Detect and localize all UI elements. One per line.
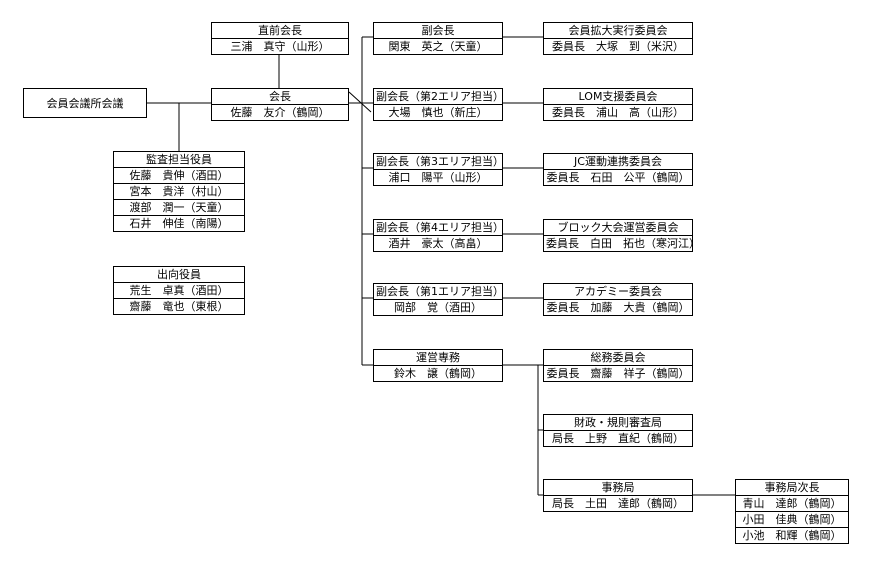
node-finance-member: 局長 上野 直紀（鶴岡）	[552, 432, 684, 445]
node-assembly-title: 会員会議所会議	[46, 96, 124, 110]
node-committee-6: 総務委員会 委員長 齋藤 祥子（鶴岡）	[543, 349, 693, 382]
connector-president-vp2	[348, 91, 372, 113]
node-committee-3: JC運動連携委員会 委員長 石田 公平（鶴岡）	[543, 153, 693, 186]
node-vp5: 副会長（第1エリア担当） 岡部 覚（酒田）	[373, 283, 503, 316]
node-past-president-member: 三浦 真守（山形）	[230, 40, 330, 53]
node-seconded-member: 齋藤 竜也（東根）	[129, 300, 229, 313]
node-auditors-member: 渡部 潤一（天童）	[114, 200, 244, 216]
node-committee-3-member: 委員長 石田 公平（鶴岡）	[546, 171, 690, 184]
node-vp2: 副会長（第2エリア担当） 大場 慎也（新庄）	[373, 88, 503, 121]
node-committee-2-member: 委員長 浦山 高（山形）	[552, 106, 684, 119]
node-vp2-member: 大場 慎也（新庄）	[388, 106, 488, 119]
node-exec-director: 運営専務 鈴木 譲（鶴岡）	[373, 349, 503, 382]
node-vp2-title: 副会長（第2エリア担当）	[374, 90, 502, 105]
node-committee-1: 会員拡大実行委員会 委員長 大塚 到（米沢）	[543, 22, 693, 55]
node-vp1: 副会長 関東 英之（天童）	[373, 22, 503, 55]
node-committee-6-title: 総務委員会	[544, 350, 692, 366]
node-deputy-secretary-member: 小池 和輝（鶴岡）	[742, 529, 842, 542]
node-president: 会長 佐藤 友介（鶴岡）	[211, 88, 349, 121]
node-committee-6-member: 委員長 齋藤 祥子（鶴岡）	[546, 367, 690, 380]
node-committee-4-title: ブロック大会運営委員会	[544, 220, 692, 236]
connector-exec-branches	[538, 429, 543, 496]
node-vp1-title: 副会長	[374, 23, 502, 39]
node-committee-1-member: 委員長 大塚 到（米沢）	[552, 40, 684, 53]
node-past-president-title: 直前会長	[212, 23, 348, 39]
node-vp3-member: 浦口 陽平（山形）	[388, 171, 488, 184]
node-auditors-member: 宮本 貴洋（村山）	[114, 184, 244, 200]
node-auditors-member: 佐藤 貴伸（酒田）	[114, 168, 244, 184]
node-seconded-title: 出向役員	[114, 267, 244, 283]
node-committee-4-member: 委員長 白田 拓也（寒河江）	[546, 237, 692, 250]
node-assembly: 会員会議所会議	[23, 88, 147, 118]
node-exec-director-title: 運営専務	[374, 350, 502, 366]
node-vp3: 副会長（第3エリア担当） 浦口 陽平（山形）	[373, 153, 503, 186]
connector-vp-branches	[362, 36, 373, 366]
node-committee-3-title: JC運動連携委員会	[544, 154, 692, 170]
node-deputy-secretary-member: 小田 佳典（鶴岡）	[736, 512, 848, 528]
node-vp5-member: 岡部 覚（酒田）	[394, 301, 482, 314]
node-secretariat-title: 事務局	[544, 480, 692, 496]
node-committee-2-title: LOM支援委員会	[544, 89, 692, 105]
node-seconded-member: 荒生 卓真（酒田）	[114, 283, 244, 299]
node-secretariat-member: 局長 土田 達郎（鶴岡）	[552, 497, 684, 510]
node-committee-5: アカデミー委員会 委員長 加藤 大貴（鶴岡）	[543, 283, 693, 316]
node-deputy-secretary-title: 事務局次長	[736, 480, 848, 496]
node-auditors-member: 石井 伸佳（南陽）	[129, 217, 229, 230]
node-vp4-title: 副会長（第4エリア担当）	[374, 221, 502, 236]
node-vp4: 副会長（第4エリア担当） 酒井 豪太（高畠）	[373, 219, 503, 252]
node-past-president: 直前会長 三浦 真守（山形）	[211, 22, 349, 55]
node-committee-4: ブロック大会運営委員会 委員長 白田 拓也（寒河江）	[543, 219, 693, 252]
node-committee-1-title: 会員拡大実行委員会	[544, 23, 692, 39]
node-vp3-title: 副会長（第3エリア担当）	[374, 155, 502, 170]
node-seconded: 出向役員 荒生 卓真（酒田） 齋藤 竜也（東根）	[113, 266, 245, 315]
node-committee-2: LOM支援委員会 委員長 浦山 高（山形）	[543, 88, 693, 121]
node-president-title: 会長	[212, 89, 348, 105]
node-deputy-secretary-member: 青山 達郎（鶴岡）	[736, 496, 848, 512]
node-committee-5-title: アカデミー委員会	[544, 284, 692, 300]
node-auditors: 監査担当役員 佐藤 貴伸（酒田） 宮本 貴洋（村山） 渡部 潤一（天童） 石井 …	[113, 151, 245, 232]
node-exec-director-member: 鈴木 譲（鶴岡）	[394, 367, 482, 380]
node-auditors-title: 監査担当役員	[114, 152, 244, 168]
node-vp5-title: 副会長（第1エリア担当）	[374, 285, 502, 300]
node-secretariat: 事務局 局長 土田 達郎（鶴岡）	[543, 479, 693, 512]
node-finance: 財政・規則審査局 局長 上野 直紀（鶴岡）	[543, 414, 693, 447]
node-deputy-secretary: 事務局次長 青山 達郎（鶴岡） 小田 佳典（鶴岡） 小池 和輝（鶴岡）	[735, 479, 849, 544]
node-vp4-member: 酒井 豪太（高畠）	[388, 237, 488, 250]
node-vp1-member: 関東 英之（天童）	[388, 40, 488, 53]
connector-committee-branches	[503, 36, 543, 366]
node-finance-title: 財政・規則審査局	[544, 415, 692, 431]
node-committee-5-member: 委員長 加藤 大貴（鶴岡）	[546, 301, 690, 314]
node-president-member: 佐藤 友介（鶴岡）	[230, 106, 330, 119]
